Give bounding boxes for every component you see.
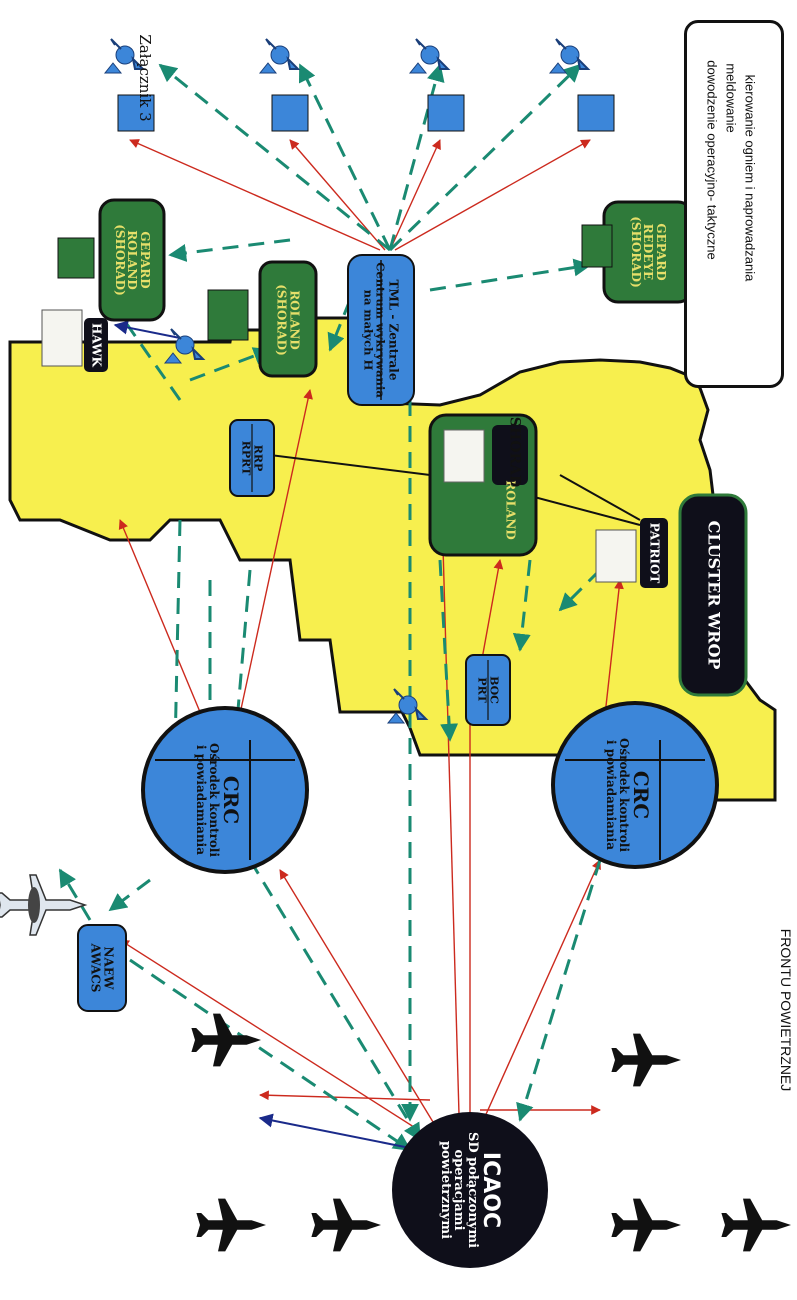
roland-shorad-top-box <box>258 260 318 378</box>
boc-line1: BOC <box>487 676 501 704</box>
sensor-squares <box>117 94 615 132</box>
roland-top-line1: ROLAND <box>287 290 302 350</box>
roland-center-label-shorad: SHORAD <box>506 416 523 488</box>
gepard-roland-box <box>98 198 166 322</box>
gepard-roland-label: GEPARD ROLAND (SHORAD) <box>112 224 152 296</box>
boc-line2: PRT <box>476 677 489 703</box>
tml-line2: Centrum wykrywania <box>373 262 388 398</box>
boc-prt-label: BOC PRT <box>476 676 501 704</box>
patriot-label: PATRIOT <box>647 522 662 584</box>
crc1-sub2: i powiadamiania <box>194 744 209 856</box>
crc2-label: CRC Ośrodek kontroli i powiadamiania <box>604 737 654 853</box>
fire-control-lines <box>113 320 421 1151</box>
gepard-redeye-line1: GEPARD <box>653 223 668 281</box>
hawk-label: HAWK <box>89 323 104 367</box>
tml-label: TML - Zentrale Centrum wykrywania na mał… <box>362 262 401 398</box>
icaoc-node <box>392 1112 548 1268</box>
crc-node-2 <box>551 701 719 869</box>
crc1-sub1: Ośrodek kontroli <box>207 742 222 858</box>
report-lines <box>58 63 602 1152</box>
naew-line1: NAEW <box>101 946 116 990</box>
crc-node-1 <box>141 706 309 874</box>
legend-box <box>684 20 784 388</box>
crc2-sub1: Ośrodek kontroli <box>617 737 632 853</box>
icaoc-label: ICAOC SD połączonymi operacjami powietrz… <box>437 1131 504 1249</box>
rrp-line2: RPRT <box>240 440 253 476</box>
command-lines <box>118 139 624 1151</box>
gepard-redeye-label: GEPARD REDEYE (SHORAD) <box>628 216 668 288</box>
tml-line1: TML - Zentrale <box>386 279 401 381</box>
gepard-redeye-line2: REDEYE <box>641 223 656 281</box>
roland-center-label-1: ROLAND <box>503 480 518 540</box>
page-label: Załącznik 3 <box>136 34 154 122</box>
roland-top-label: ROLAND (SHORAD) <box>275 284 302 356</box>
patriot-box <box>640 518 668 588</box>
rrp-line1: RRP <box>251 444 265 472</box>
crc2-sub2: i powiadamiania <box>604 739 619 851</box>
bottom-caption: FRONTU POWIETRZNEJ <box>778 928 794 1092</box>
gepard-redeye-line3: (SHORAD) <box>628 216 643 288</box>
gepard-roland-line3: (SHORAD) <box>112 224 127 296</box>
cluster-wrop-box <box>678 493 748 697</box>
icaoc-sub3: powietrznymi <box>437 1140 453 1240</box>
naew-line2: AWACS <box>89 943 103 993</box>
gepard-roland-line1: GEPARD <box>137 231 152 289</box>
legend-item-1: dowodzenie operacyjno- taktyczne <box>704 60 720 260</box>
hawk-box <box>84 318 108 372</box>
roland-top-line2: (SHORAD) <box>275 284 289 356</box>
icaoc-sub1: SD połączonymi <box>464 1131 480 1249</box>
awacs-aircraft-icon <box>0 874 88 936</box>
cluster-wrop-label: CLUSTER WROP <box>704 520 724 670</box>
crc1-label: CRC Ośrodek kontroli i powiadamiania <box>194 742 244 858</box>
naew-awacs-label: NAEW AWACS <box>89 943 116 993</box>
rrp-rprt-label: RRP RPRT <box>240 440 265 476</box>
legend-item-2: meldowanie <box>723 63 739 133</box>
crc1-title: CRC <box>219 775 244 825</box>
icaoc-title: ICAOC <box>478 1151 504 1229</box>
legend-item-3: kierowanie ogniem i naprowadzania <box>742 74 758 282</box>
gepard-roland-line2: ROLAND <box>125 230 140 290</box>
crc2-title: CRC <box>629 770 654 820</box>
icaoc-sub2: operacjami <box>451 1149 467 1231</box>
naew-awacs-box <box>77 924 127 1012</box>
